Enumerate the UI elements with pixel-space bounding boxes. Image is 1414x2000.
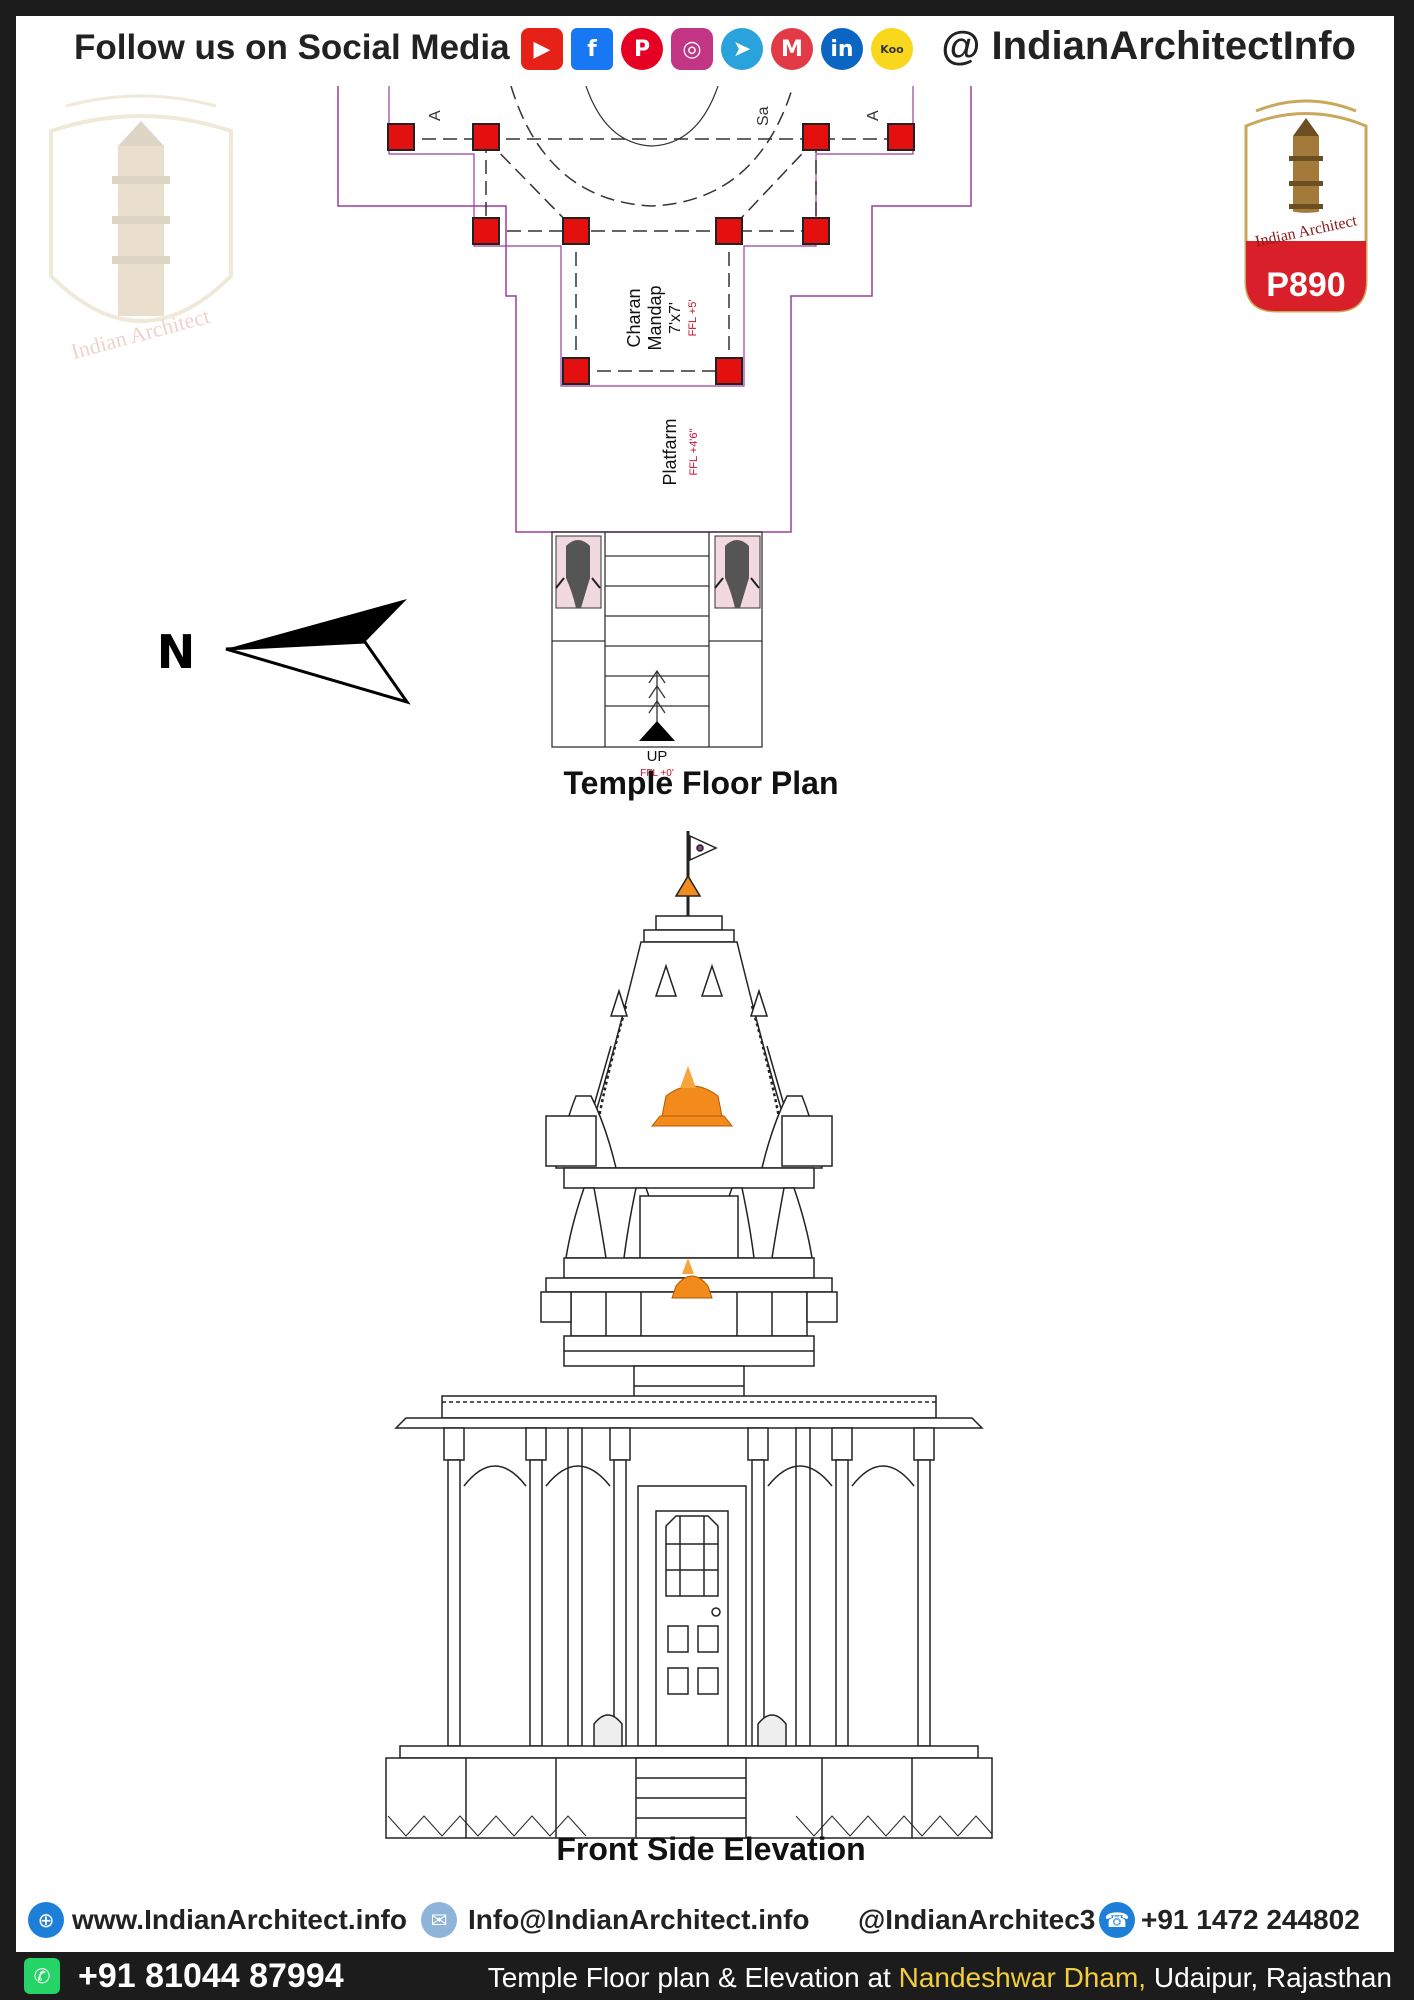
charan-mandap-ffl: FFL +5' bbox=[687, 300, 699, 337]
project-description: Temple Floor plan & Elevation at Nandesh… bbox=[488, 1962, 1392, 1994]
pinterest-icon[interactable]: P bbox=[621, 28, 663, 70]
saffron-shrine-top bbox=[650, 1066, 734, 1127]
elephant-statue-right bbox=[714, 535, 761, 609]
watermark-logo: Indian Architect bbox=[49, 94, 233, 364]
charan-mandap-line1: Charan bbox=[624, 288, 644, 347]
elevation-caption: Front Side Elevation bbox=[556, 1831, 866, 1867]
phone-icon: ☎ bbox=[1099, 1902, 1135, 1938]
plan-label-a2: A bbox=[865, 110, 882, 121]
social-header: Follow us on Social Media ▶ f P ◎ ➤ M in… bbox=[16, 16, 1394, 80]
koo-icon[interactable]: Koo bbox=[871, 28, 913, 70]
elephant-statue-left bbox=[555, 535, 602, 609]
follow-us-label: Follow us on Social Media bbox=[74, 28, 510, 67]
front-side-elevation bbox=[385, 831, 993, 1839]
stair-ffl: FFL +0' bbox=[640, 768, 674, 779]
entry-stair bbox=[551, 531, 763, 748]
contact-bar: ⊕ www.IndianArchitect.info ✉ Info@Indian… bbox=[16, 1896, 1394, 1944]
north-label: N bbox=[157, 625, 196, 679]
email-link[interactable]: Info@IndianArchitect.info bbox=[468, 1904, 810, 1935]
bottom-bar: ✆ +91 81044 87994 Temple Floor plan & El… bbox=[0, 1952, 1414, 2000]
platform-label: Platfarm bbox=[660, 418, 680, 485]
youtube-icon[interactable]: ▶ bbox=[521, 28, 563, 70]
location-highlight: Nandeshwar Dham, bbox=[898, 1962, 1147, 1993]
plan-label-sa: Sa bbox=[755, 106, 772, 126]
koo-label: Koo bbox=[880, 42, 904, 56]
code-badge: Indian Architect P890 bbox=[1244, 99, 1368, 313]
whatsapp-icon: ✆ bbox=[24, 1958, 60, 1994]
stair-up-label: UP bbox=[647, 748, 668, 765]
facebook-icon[interactable]: f bbox=[571, 28, 613, 70]
plan-label-a1: A bbox=[427, 110, 444, 121]
platform-ffl: FFL +4'6" bbox=[688, 428, 700, 475]
instagram-icon[interactable]: ◎ bbox=[671, 28, 713, 70]
north-arrow-icon: N bbox=[157, 599, 411, 705]
temple-floor-plan: A Sa A Charan Mandap 7'x7' FFL +5' Platf… bbox=[157, 86, 972, 779]
telegram-icon[interactable]: ➤ bbox=[721, 28, 763, 70]
charan-mandap-size: 7'x7' bbox=[667, 302, 684, 334]
moj-icon[interactable]: M bbox=[771, 28, 813, 70]
drawing-sheet: Follow us on Social Media ▶ f P ◎ ➤ M in… bbox=[16, 16, 1394, 1952]
header-handle[interactable]: @ IndianArchitectInfo bbox=[941, 24, 1356, 68]
email-icon: ✉ bbox=[421, 1902, 457, 1938]
project-description-prefix: Temple Floor plan & Elevation at bbox=[487, 1962, 899, 1993]
floor-plan-caption: Temple Floor Plan bbox=[563, 765, 839, 801]
project-description-suffix: Udaipur, Rajasthan bbox=[1146, 1962, 1392, 1993]
badge-code: P890 bbox=[1266, 266, 1345, 304]
landline-phone[interactable]: +91 1472 244802 bbox=[1141, 1904, 1360, 1935]
whatsapp-phone[interactable]: +91 81044 87994 bbox=[78, 1957, 344, 1995]
charan-mandap-line2: Mandap bbox=[645, 285, 665, 350]
linkedin-icon[interactable]: in bbox=[821, 28, 863, 70]
social-handle[interactable]: @IndianArchitec3 bbox=[858, 1904, 1096, 1935]
saffron-shrine-lower bbox=[671, 1258, 713, 1299]
globe-icon: ⊕ bbox=[28, 1902, 64, 1938]
website-link[interactable]: www.IndianArchitect.info bbox=[72, 1904, 407, 1935]
